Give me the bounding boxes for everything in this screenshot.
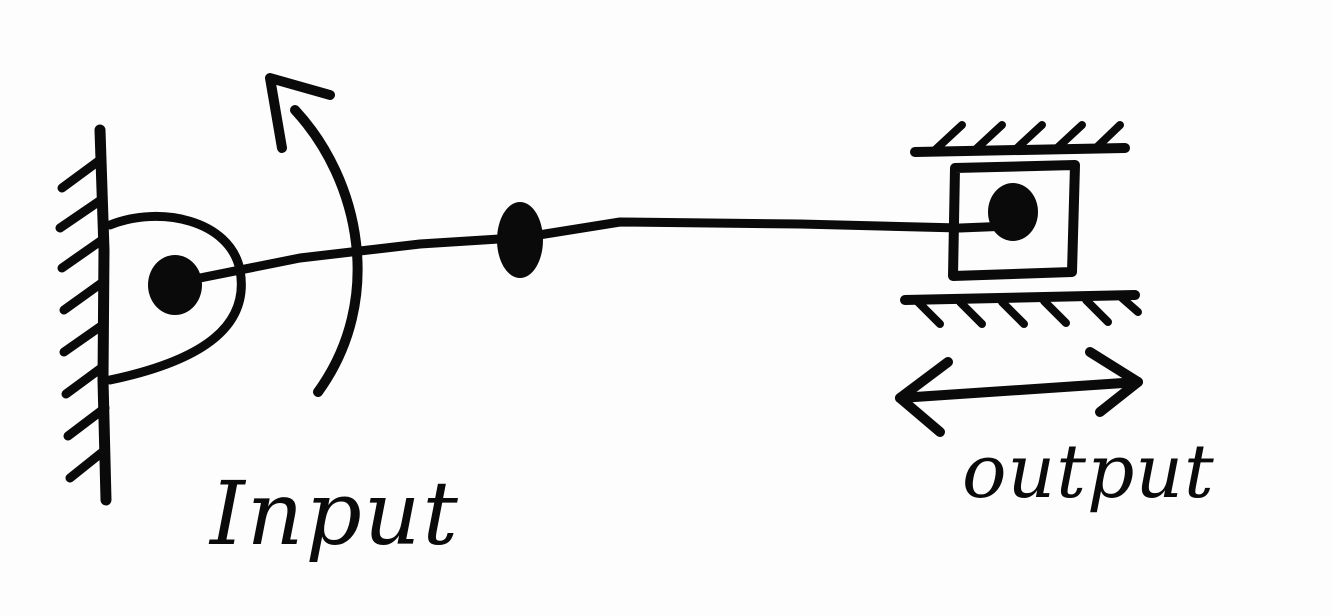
middle-joint bbox=[497, 202, 543, 278]
slider-joint bbox=[988, 183, 1038, 241]
slider-guide-bottom bbox=[900, 290, 1142, 328]
connecting-rod bbox=[515, 217, 1015, 243]
slider-block bbox=[948, 160, 1080, 281]
fixed-pivot-joint bbox=[148, 255, 202, 315]
slider-guide-top bbox=[910, 121, 1130, 157]
input-rotation-arrow-icon bbox=[265, 73, 363, 397]
output-double-arrow-icon bbox=[895, 347, 1143, 437]
input-label: Input bbox=[210, 462, 460, 565]
output-label: output bbox=[962, 429, 1215, 515]
left-ground-wall bbox=[55, 124, 112, 506]
